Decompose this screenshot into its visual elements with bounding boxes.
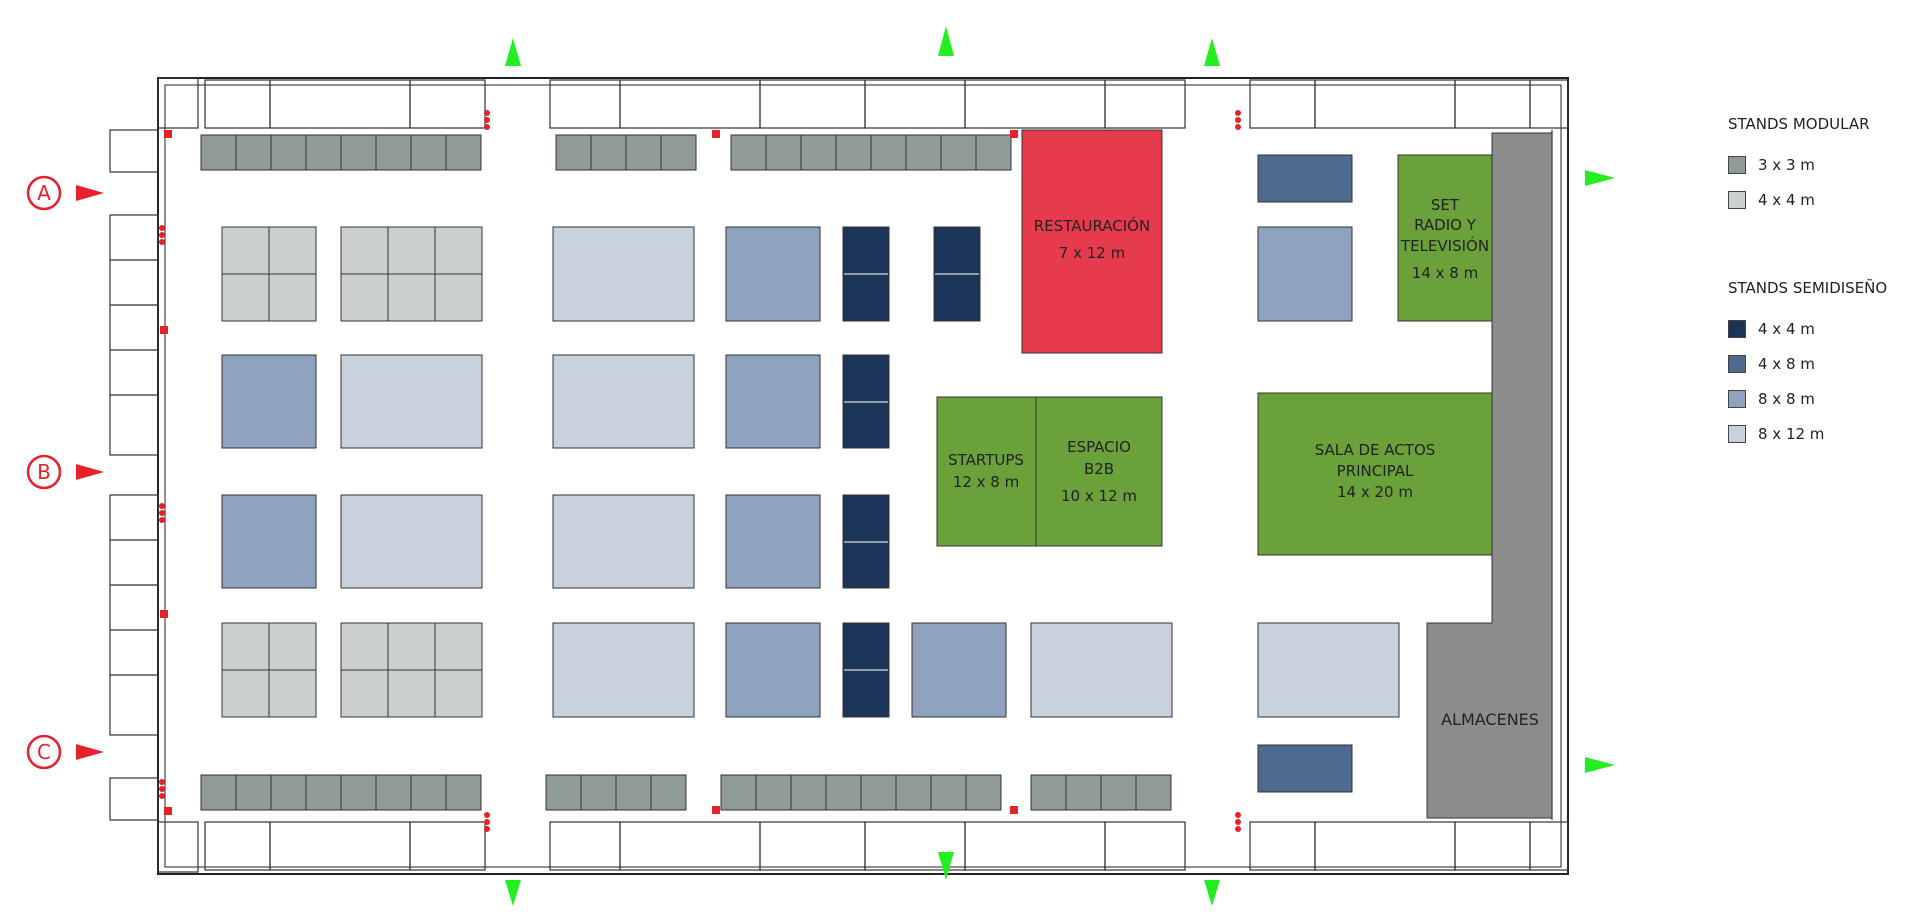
svg-text:B: B [37,460,51,484]
legend-swatch [1728,319,1746,338]
svg-text:C: C [37,740,51,764]
entrance-a-marker[interactable]: A [26,175,104,211]
almacenes-label: ALMACENES [1441,710,1539,729]
legend-label: 4 x 4 m [1758,319,1815,338]
set-radio-label-3: TELEVISIÓN [1400,236,1489,255]
stands-modular-3x3-top [200,134,1012,171]
stands-semi-4x4-dividers [844,273,979,671]
legend-swatch [1728,190,1746,209]
espacio-b2b-label-2: B2B [1084,460,1114,478]
sala-actos-size: 14 x 20 m [1337,483,1413,501]
entrance-c-marker[interactable]: C [26,734,104,770]
exit-arrow-icon [505,26,1615,906]
startups-size: 12 x 8 m [953,473,1019,491]
fire-equipment-icon [159,110,1241,832]
legend-item-semi-8x12: 8 x 12 m [1728,416,1887,451]
legend-item-semi-4x8: 4 x 8 m [1728,346,1887,381]
building-outline [157,77,1569,875]
entrance-b-marker[interactable]: B [26,454,104,490]
restauracion-label: RESTAURACIÓN [1034,216,1150,235]
legend-label: 8 x 8 m [1758,389,1815,408]
set-radio-label-2: RADIO Y [1414,216,1477,234]
svg-text:A: A [37,181,51,205]
restauracion-area [1021,129,1163,354]
startups-label: STARTUPS [948,451,1024,469]
legend-item-modular-4x4: 4 x 4 m [1728,182,1870,217]
legend-swatch [1728,354,1746,373]
service-rooms-bottom [157,821,1569,873]
espacio-b2b-size: 10 x 12 m [1061,487,1137,505]
legend-modular: STANDS MODULAR 3 x 3 m 4 x 4 m [1728,115,1870,217]
legend-label: 4 x 4 m [1758,190,1815,209]
legend-modular-title: STANDS MODULAR [1728,115,1870,133]
legend-item-semi-8x8: 8 x 8 m [1728,381,1887,416]
set-radio-area [1397,154,1493,322]
stands-semi-8x12 [340,226,1400,718]
stands-semi-8x8 [221,226,1353,718]
legend-label: 4 x 8 m [1758,354,1815,373]
startups-area [936,396,1037,547]
restauracion-size: 7 x 12 m [1059,244,1125,262]
sala-actos-area [1257,392,1493,556]
legend-label: 3 x 3 m [1758,155,1815,174]
service-rooms-top [157,77,1569,129]
legend-swatch [1728,155,1746,174]
sala-actos-label-1: SALA DE ACTOS [1315,441,1436,459]
legend-semidiseno: STANDS SEMIDISEÑO 4 x 4 m 4 x 8 m 8 x 8 … [1728,279,1887,451]
espacio-b2b-area [1035,396,1163,547]
legend-swatch [1728,424,1746,443]
stands-semi-4x8 [1257,154,1353,793]
stands-modular-3x3-bottom [200,774,1172,811]
legend-label: 8 x 12 m [1758,424,1825,443]
stands-semi-4x4 [842,226,981,718]
set-radio-label-1: SET [1431,196,1460,214]
stands-modular-4x4 [221,226,483,718]
almacenes-area [1426,132,1553,819]
legend-swatch [1728,389,1746,408]
sala-actos-label-2: PRINCIPAL [1337,462,1414,480]
legend-semidiseno-title: STANDS SEMIDISEÑO [1728,279,1888,297]
service-rooms-west [109,129,159,821]
legend-item-modular-3x3: 3 x 3 m [1728,147,1870,182]
espacio-b2b-label-1: ESPACIO [1067,438,1131,456]
legend-item-semi-4x4: 4 x 4 m [1728,311,1887,346]
set-radio-size: 14 x 8 m [1412,264,1478,282]
